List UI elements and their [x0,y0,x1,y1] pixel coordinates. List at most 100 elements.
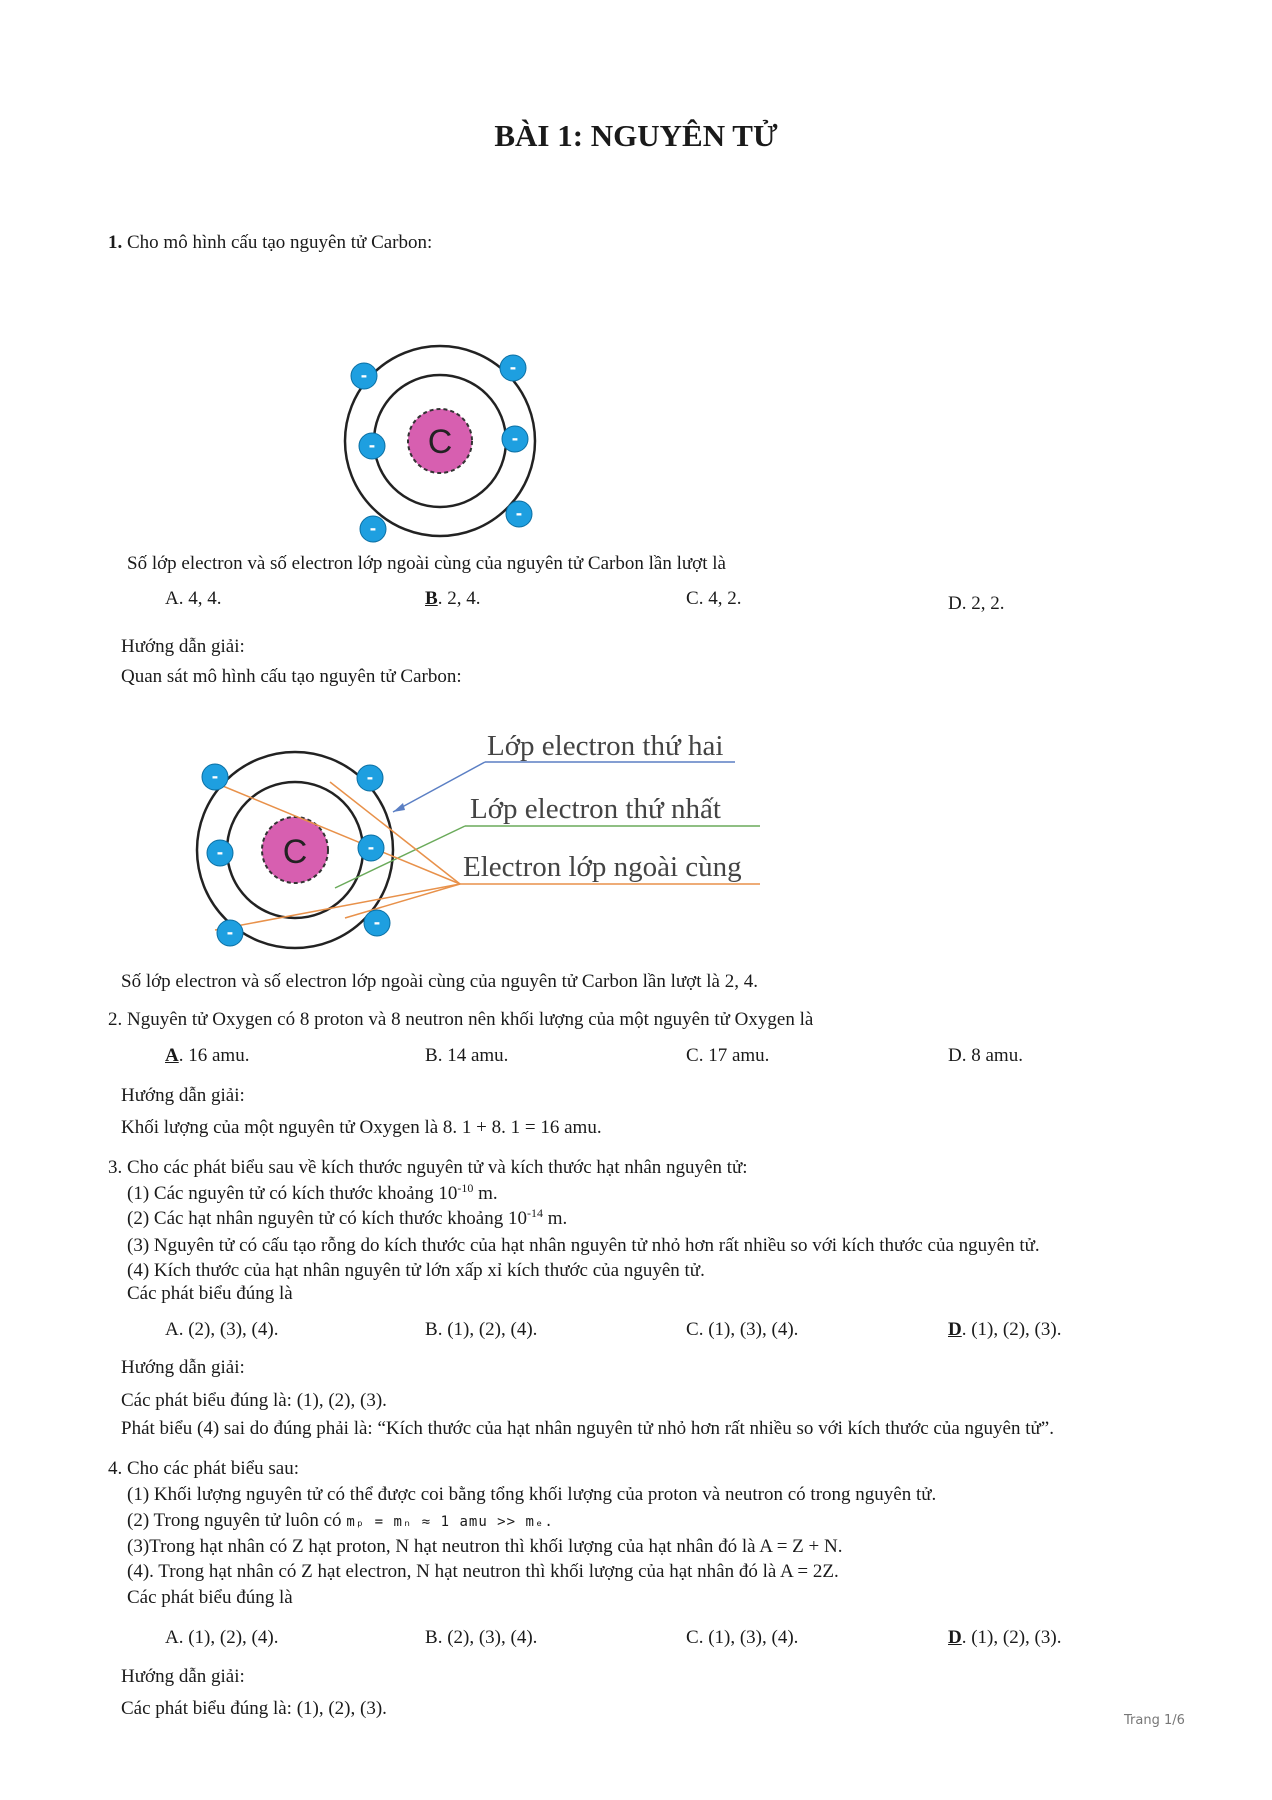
q1-guide-heading: Hướng dẫn giải: [121,636,245,657]
pointer-outer-electron [329,781,461,885]
q3-prompt: 3. Cho các phát biểu sau về kích thước n… [108,1157,748,1178]
option-letter-correct: A [165,1045,179,1066]
q3-option-a[interactable]: A. (2), (3), (4). [165,1319,278,1341]
q4-guide-heading: Hướng dẫn giải: [121,1666,245,1687]
q3-statement-1: (1) Các nguyên tử có kích thước khoảng 1… [127,1181,498,1205]
option-letter: B [425,1045,438,1066]
q4-prompt: 4. Cho các phát biểu sau: [108,1458,300,1479]
label-outer-electrons: Electron lớp ngoài cùng [463,851,742,883]
electron [501,425,529,453]
option-letter-correct: D [948,1319,962,1340]
q1-question: Số lớp electron và số electron lớp ngoài… [127,553,726,574]
electron [356,764,384,792]
option-letter: B [425,1319,438,1340]
option-text: . (1), (2), (3). [961,1627,1062,1648]
electron-sign: - [516,504,523,523]
q1-option-a[interactable]: A. 4, 4. [165,588,221,610]
electron-sign: - [361,366,368,385]
option-letter: D [948,1045,962,1066]
q1-option-c[interactable]: C. 4, 2. [686,588,741,610]
pointer-outer-electron [214,883,461,931]
q2-option-b[interactable]: B. 14 amu. [425,1045,508,1067]
q2-guide-heading: Hướng dẫn giải: [121,1085,245,1106]
q3-option-b[interactable]: B. (1), (2), (4). [425,1319,537,1341]
electron-sign: - [512,429,519,448]
option-letter-correct: B [425,588,438,609]
page-number: Trang 1/6 [1124,1713,1185,1728]
option-text: . (1), (3), (4). [698,1319,799,1340]
nucleus [261,816,329,884]
pointer-outer-electron [212,781,461,885]
electron [363,909,391,937]
q1-conclusion: Số lớp electron và số electron lớp ngoài… [121,971,758,992]
option-letter: A [165,1319,179,1340]
option-text: . 17 amu. [698,1045,770,1066]
label-first-shell: Lớp electron thứ nhất [470,793,721,825]
electron-sign: - [374,913,381,932]
q1-number: 1. [108,232,123,253]
formula: mₚ = mₙ ≈ 1 amu >> mₑ. [346,1514,554,1530]
option-text: . 4, 4. [178,588,222,609]
option-text: . 4, 2. [698,588,742,609]
q3-option-c[interactable]: C. (1), (3), (4). [686,1319,798,1341]
pointer-outer-electron [344,883,461,919]
q4-option-c[interactable]: C. (1), (3), (4). [686,1627,798,1649]
option-text: . 2, 2. [961,593,1005,614]
electron-sign: - [367,768,374,787]
electron-sign: - [369,436,376,455]
q3-solution-2: Phát biểu (4) sai do đúng phải là: “Kích… [121,1418,1054,1439]
statement-text: m. [473,1183,498,1204]
electron [357,834,385,862]
q4-statement-3: (3)Trong hạt nhân có Z hạt proton, N hạt… [127,1536,843,1557]
q2-option-c[interactable]: C. 17 amu. [686,1045,769,1067]
q1-option-b[interactable]: B. 2, 4. [425,588,480,610]
option-letter: A [165,588,179,609]
option-text: . (1), (2), (4). [437,1319,538,1340]
exponent: -14 [526,1206,543,1220]
electron-sign: - [212,767,219,786]
nucleus-label: C [283,833,308,871]
option-letter: D [948,593,962,614]
q2-option-d[interactable]: D. 8 amu. [948,1045,1023,1067]
exponent: -10 [457,1181,474,1195]
q1-guide-line: Quan sát mô hình cấu tạo nguyên tử Carbo… [121,666,462,687]
q4-ask: Các phát biểu đúng là [127,1587,293,1608]
q3-ask: Các phát biểu đúng là [127,1283,293,1304]
option-text: . 14 amu. [437,1045,509,1066]
q3-statement-2: (2) Các hạt nhân nguyên tử có kích thước… [127,1206,568,1230]
q1-prompt: 1. Cho mô hình cấu tạo nguyên tử Carbon: [108,232,432,254]
carbon-atom-diagram: C - - - - - - [343,344,537,543]
statement-text: m. [542,1208,568,1229]
electron [201,763,229,791]
electron-sign: - [227,923,234,942]
electron [216,919,244,947]
q4-statement-4: (4). Trong hạt nhân có Z hạt electron, N… [127,1561,839,1582]
q3-guide-heading: Hướng dẫn giải: [121,1357,245,1378]
q4-solution-1: Các phát biểu đúng là: (1), (2), (3). [121,1698,387,1719]
q3-statement-4: (4) Kích thước của hạt nhân nguyên tử lớ… [127,1260,705,1281]
electron-sign: - [370,519,377,538]
option-letter: A [165,1627,179,1648]
electron [350,362,378,390]
nucleus-label: C [428,423,453,461]
q3-option-d[interactable]: D. (1), (2), (3). [948,1319,1061,1341]
q4-option-a[interactable]: A. (1), (2), (4). [165,1627,278,1649]
electron [505,500,533,528]
option-text: . (2), (3), (4). [437,1627,538,1648]
option-letter: C [686,1627,699,1648]
pointer-first-shell [334,825,466,889]
q4-option-d[interactable]: D. (1), (2), (3). [948,1627,1061,1649]
option-text: . 2, 4. [437,588,481,609]
q2-prompt: 2. Nguyên tử Oxygen có 8 proton và 8 neu… [108,1009,814,1030]
q1-prompt-text: Cho mô hình cấu tạo nguyên tử Carbon: [127,232,433,253]
carbon-atom-annotated-diagram: C - - - - - - Lớp electron thứ hai Lớp e… [195,730,760,950]
option-letter: C [686,1045,699,1066]
electron [499,354,527,382]
electron [358,432,386,460]
q2-option-a[interactable]: A. 16 amu. [165,1045,249,1067]
q4-option-b[interactable]: B. (2), (3), (4). [425,1627,537,1649]
option-letter: C [686,588,699,609]
statement-text: (2) Trong nguyên tử luôn có [127,1510,347,1531]
q1-option-d[interactable]: D. 2, 2. [948,593,1004,615]
outer-shell [195,750,395,950]
